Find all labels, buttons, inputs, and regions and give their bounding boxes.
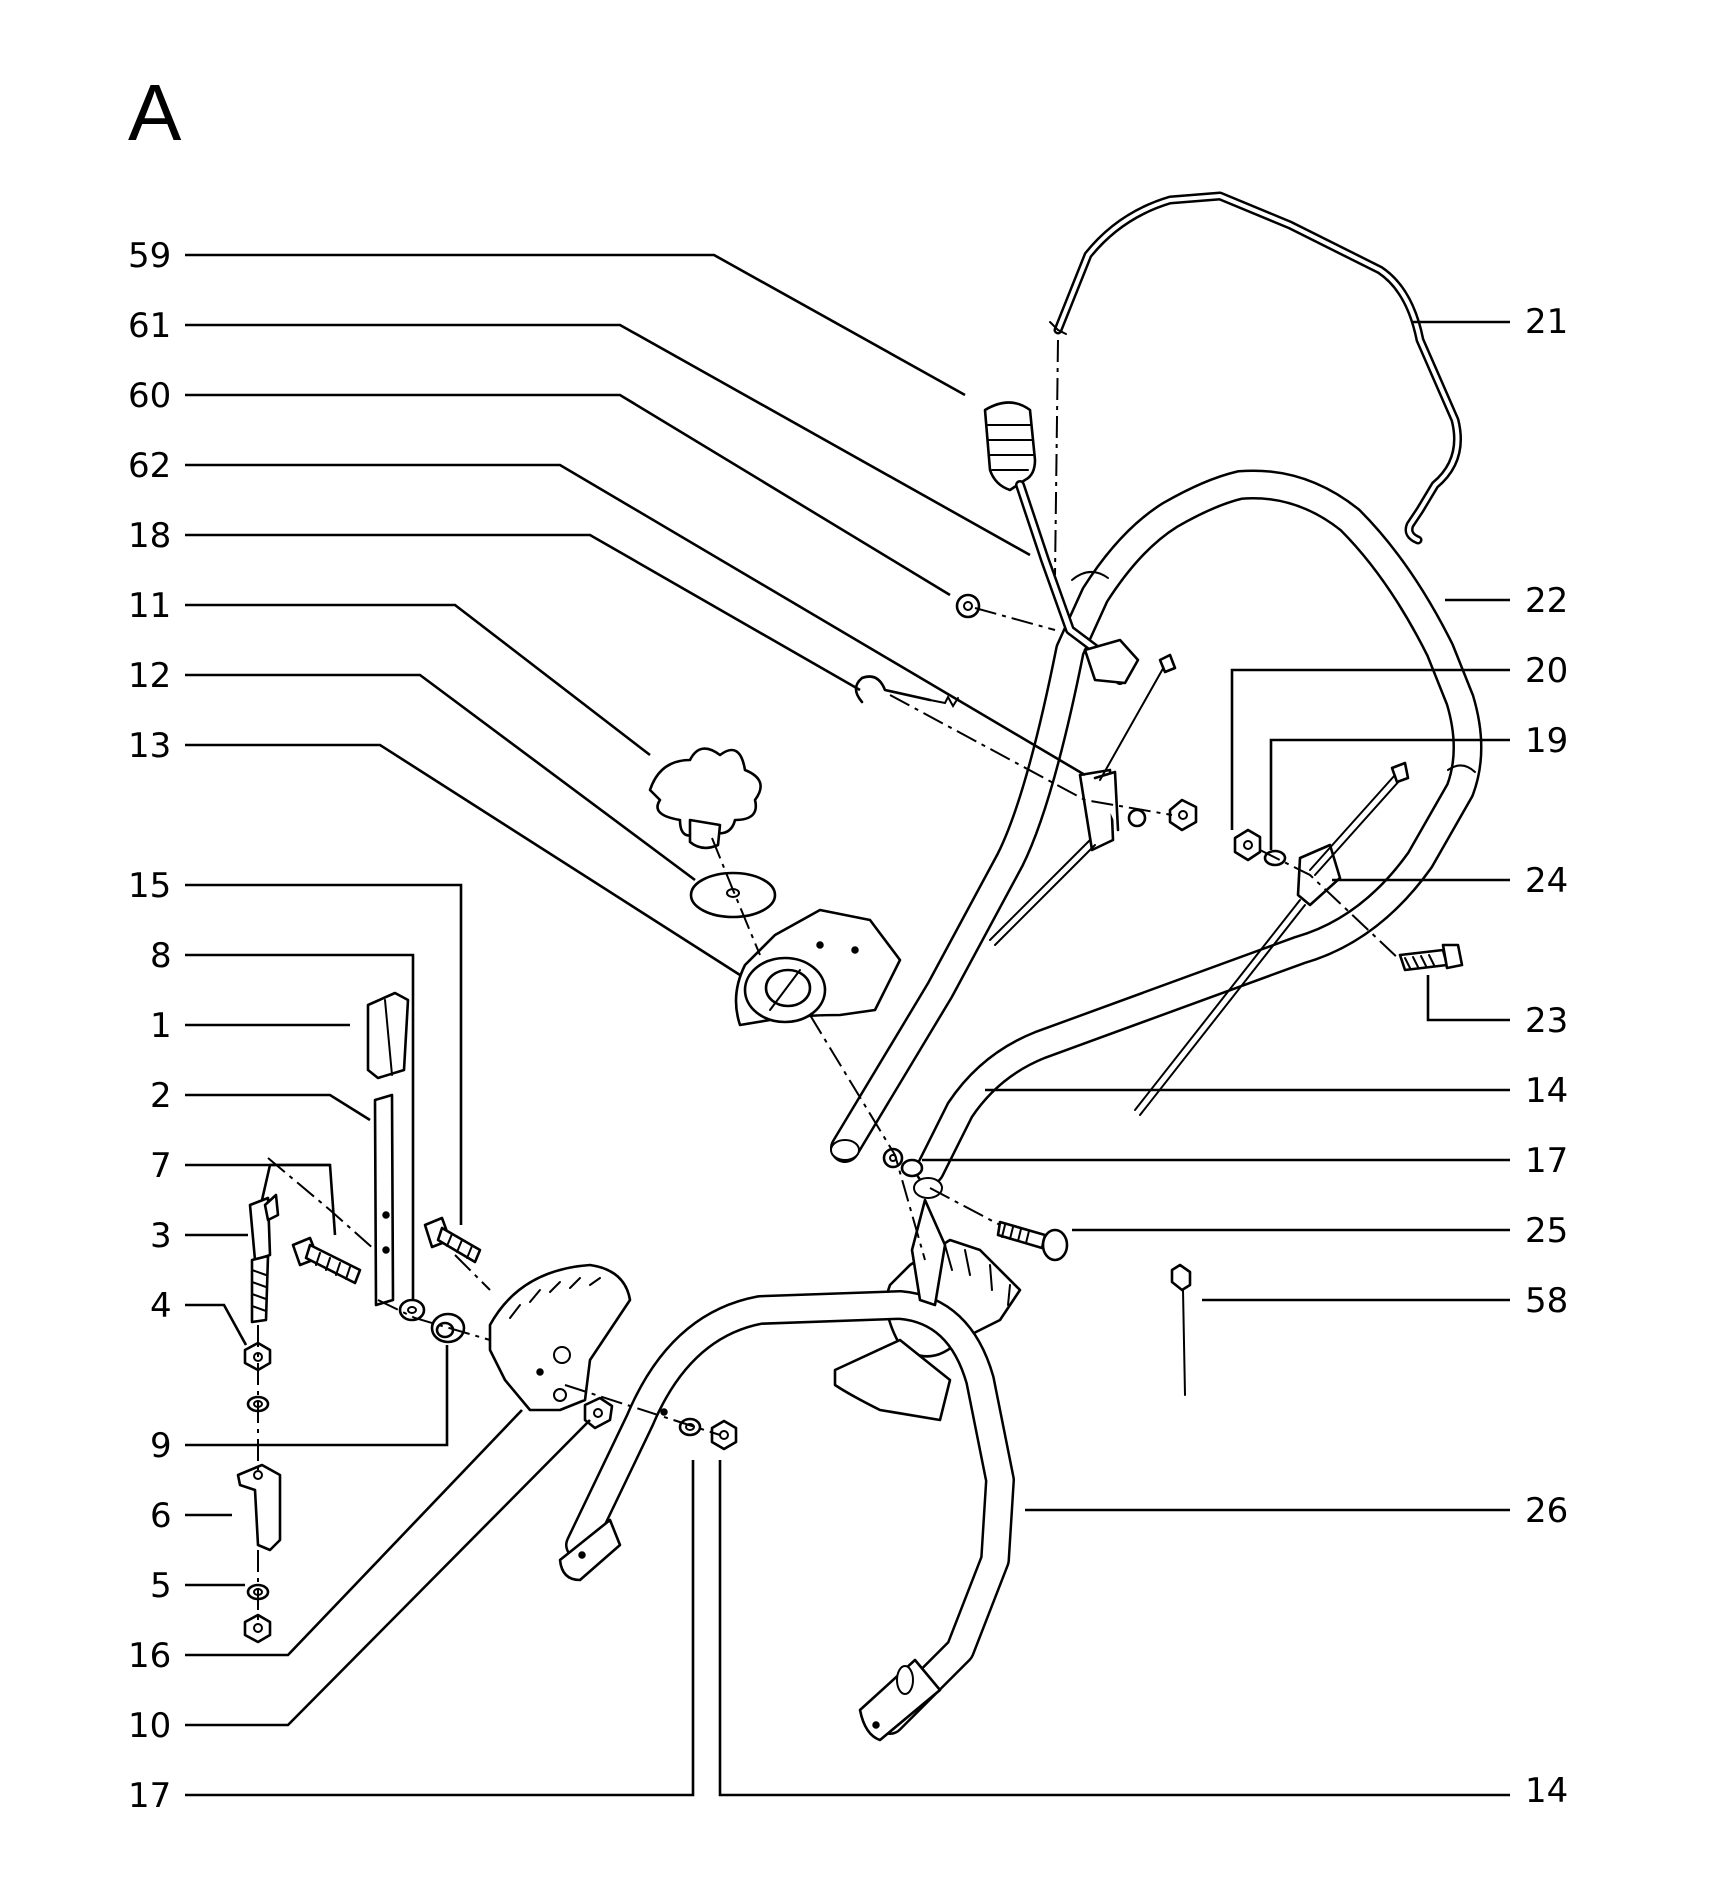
part-62-cable-bracket (989, 653, 1198, 946)
part-12-washer (689, 871, 777, 919)
part-4-nut (243, 1341, 272, 1413)
label-15: 15 (128, 866, 171, 906)
label-5: 5 (150, 1566, 172, 1606)
label-17-bottom: 17 (128, 1776, 171, 1816)
label-17-top: 17 (1525, 1141, 1568, 1181)
part-15-bolt (423, 1216, 482, 1264)
right-labels: 21 22 20 19 24 23 14 17 25 58 26 14 (1525, 302, 1568, 1811)
label-10: 10 (128, 1706, 171, 1746)
label-7: 7 (150, 1146, 172, 1186)
part-58-cable-tie (1170, 1263, 1192, 1396)
part-11-star-knob (648, 747, 762, 850)
label-2: 2 (150, 1076, 172, 1116)
part-22-upper-handle (830, 469, 1483, 1199)
label-24: 24 (1525, 861, 1568, 901)
label-23: 23 (1525, 1001, 1568, 1041)
part-24-right-bracket (1134, 761, 1410, 1116)
part-17-washer-upper (900, 1158, 924, 1178)
label-9: 9 (150, 1426, 172, 1466)
part-7-bolt (291, 1236, 362, 1285)
label-59: 59 (128, 236, 171, 276)
part-6-bracket (236, 1463, 282, 1552)
part-25-carriage-bolt (996, 1220, 1069, 1262)
label-58: 58 (1525, 1281, 1568, 1321)
label-14-top: 14 (1525, 1071, 1568, 1111)
label-6: 6 (150, 1496, 172, 1536)
part-14-nut-lower (660, 1408, 738, 1451)
label-60: 60 (128, 376, 171, 416)
label-16: 16 (128, 1636, 171, 1676)
leader-lines (185, 253, 1510, 1797)
part-23-bolt (1398, 943, 1464, 972)
label-18: 18 (128, 516, 171, 556)
part-60-nut (955, 593, 981, 619)
label-4: 4 (150, 1286, 172, 1326)
label-8: 8 (150, 936, 172, 976)
part-5-nut (243, 1583, 272, 1644)
label-62: 62 (128, 446, 171, 486)
label-21: 21 (1525, 302, 1568, 342)
label-1: 1 (150, 1006, 172, 1046)
label-11: 11 (128, 586, 171, 626)
part-1-grip (366, 991, 410, 1080)
part-16-sector-bracket (488, 1263, 632, 1412)
label-22: 22 (1525, 581, 1568, 621)
label-61: 61 (128, 306, 171, 346)
label-3: 3 (150, 1216, 172, 1256)
label-14-bottom: 14 (1525, 1771, 1568, 1811)
part-13-slotted-plate (734, 908, 902, 1027)
label-26: 26 (1525, 1491, 1568, 1531)
diagram-section-letter: A (128, 68, 182, 157)
part-59-lever-knob (983, 401, 1140, 685)
label-13: 13 (128, 726, 171, 766)
part-17-washer-lower (678, 1417, 702, 1437)
part-26-lower-handle (558, 1198, 1022, 1742)
part-18-spring (854, 675, 959, 708)
part-10-nut (583, 1396, 614, 1430)
part-8-washer (398, 1298, 426, 1322)
left-labels: 59 61 60 62 18 11 12 13 15 8 1 2 7 3 4 9… (128, 236, 172, 1816)
label-20: 20 (1525, 651, 1568, 691)
label-12: 12 (128, 656, 171, 696)
label-19: 19 (1525, 721, 1568, 761)
label-25: 25 (1525, 1211, 1568, 1251)
part-2-lever-bar (373, 1093, 395, 1307)
part-9-spacer (430, 1312, 466, 1344)
part-3-rod (248, 1193, 280, 1324)
